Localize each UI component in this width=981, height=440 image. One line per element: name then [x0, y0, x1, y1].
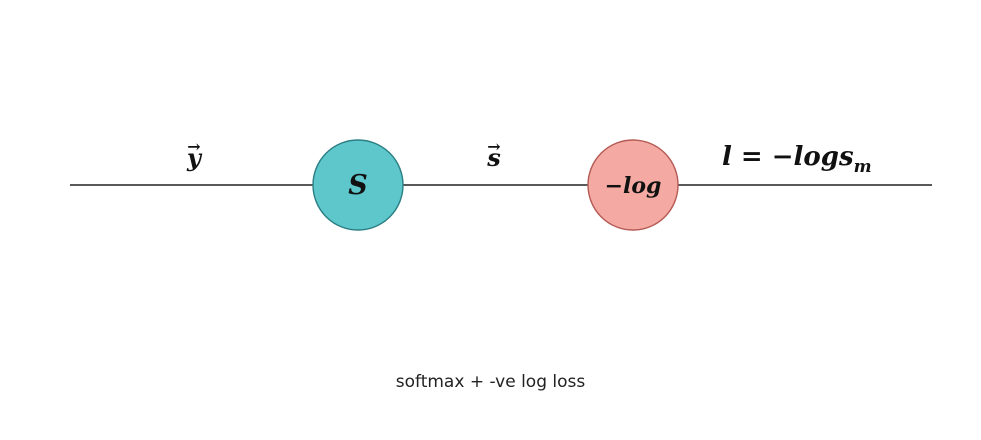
softmax-node [312, 139, 404, 231]
loss-formula-subscript: m [854, 157, 872, 177]
log-node [587, 139, 679, 231]
figure-caption: softmax + -ve log loss [395, 372, 586, 392]
input-label-arrow: → [187, 137, 200, 156]
loss-formula-main: l = −logsm [722, 142, 872, 177]
loss-formula: l = −logsm [722, 142, 872, 177]
log-node-label: −log [605, 173, 662, 199]
input-vector-label: → y [186, 137, 203, 172]
intermediate-label-text: s [486, 143, 501, 172]
intermediate-vector-label: → s [486, 137, 501, 172]
loss-formula-text: l = −logs [722, 142, 854, 172]
intermediate-label-arrow: → [487, 137, 500, 156]
softmax-node-label: S [348, 170, 368, 201]
input-label-text: y [186, 143, 203, 172]
